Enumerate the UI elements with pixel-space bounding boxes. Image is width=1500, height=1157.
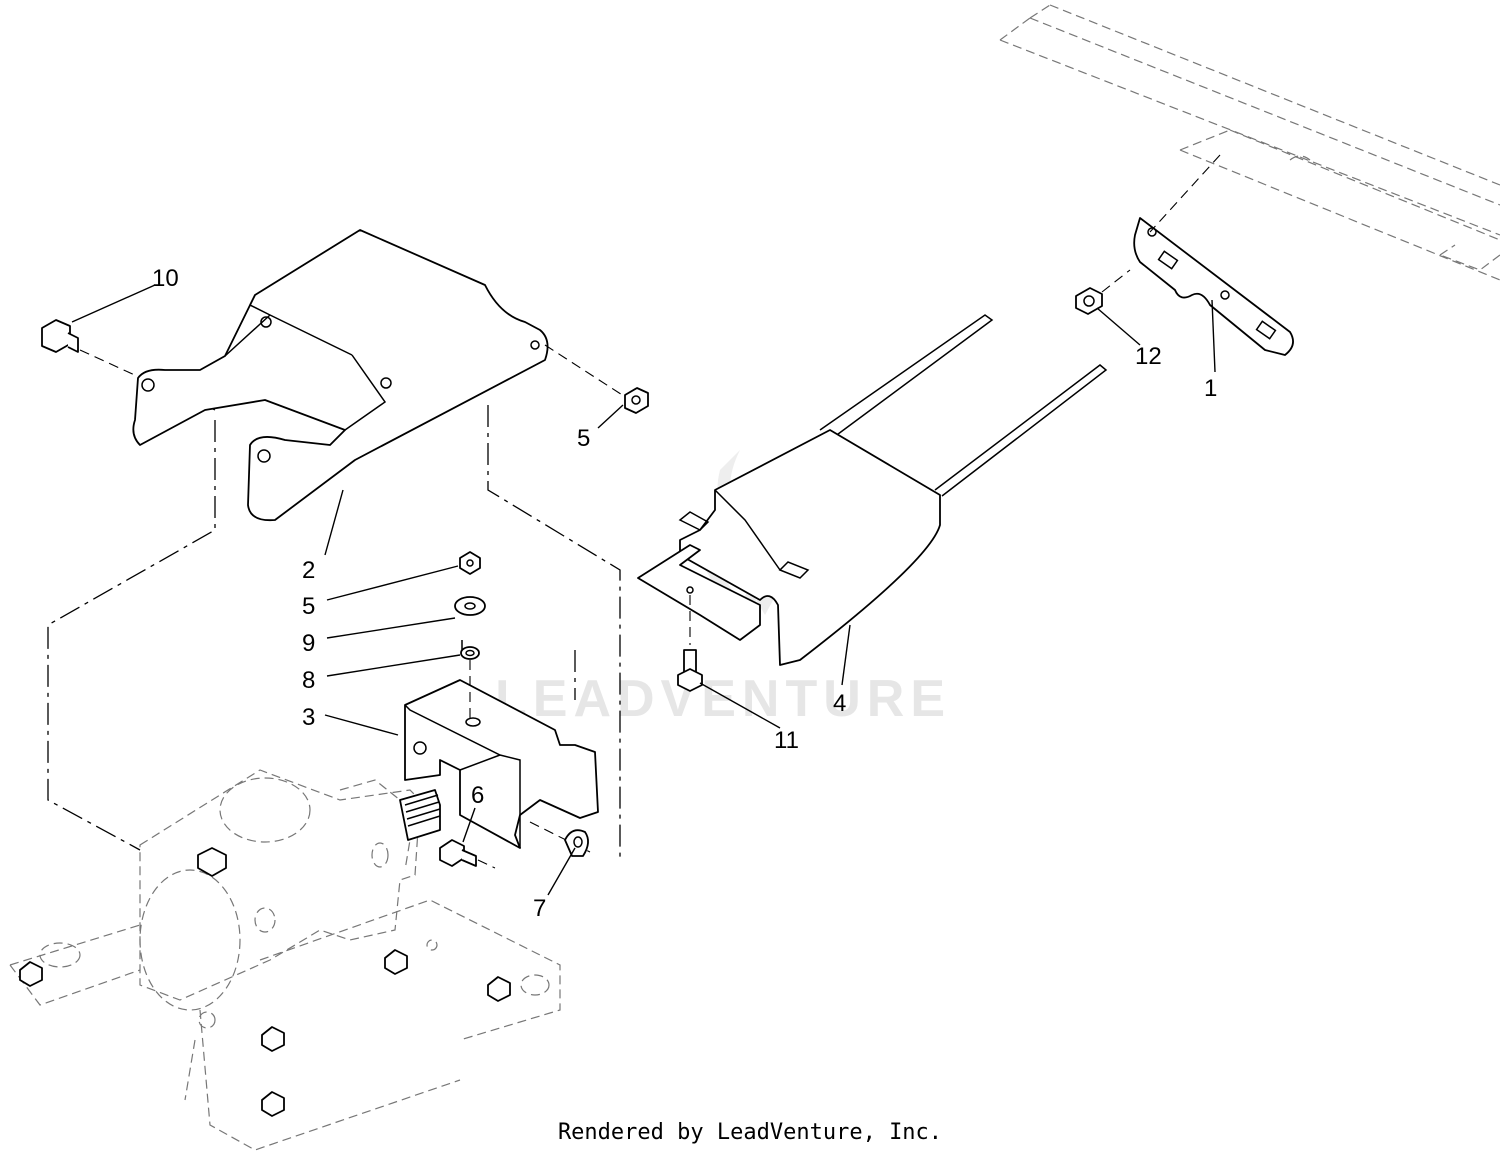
callout-7: 7	[533, 895, 546, 922]
frame-rail	[999, 4, 1500, 281]
part-7-grommet	[564, 829, 589, 857]
part-5-nut-lower	[459, 551, 481, 575]
callout-10: 11	[774, 727, 799, 754]
part-3-mounting-bracket	[404, 660, 599, 853]
part-5-nut-upper	[624, 387, 649, 414]
callout-4: 4	[833, 690, 846, 717]
part-8-lock-washer	[460, 640, 480, 660]
part-1-bracket-plate	[1133, 154, 1294, 356]
part-11-bolt	[41, 319, 216, 411]
callout-11: 10	[152, 265, 179, 292]
part-2-cover-bracket	[132, 229, 631, 522]
part-6-bolt	[439, 839, 496, 869]
callout-6: 6	[471, 782, 484, 809]
part-9-washer	[454, 596, 486, 616]
part-10-bolt	[677, 649, 703, 692]
callout-9: 9	[302, 630, 315, 657]
callout-labels: 10 12 1 5 2 5 9 8 3 4 11 6 7	[152, 265, 1217, 922]
watermark-text: LEADVENTURE	[495, 670, 951, 728]
part-4-shield	[637, 314, 1108, 666]
callout-12: 12	[1135, 343, 1162, 370]
callout-8: 8	[302, 667, 315, 694]
callout-3: 3	[302, 704, 315, 731]
part-12-flange-nut	[1075, 269, 1131, 315]
rendered-by-credit: Rendered by LeadVenture, Inc.	[557, 1120, 943, 1145]
callout-5-lower: 5	[302, 593, 315, 620]
callout-2: 2	[302, 557, 315, 584]
leader-lines	[71, 284, 1216, 896]
callout-1: 1	[1204, 375, 1217, 402]
gearbox-assembly	[9, 769, 561, 1151]
assembly-phantom-outline	[47, 405, 621, 860]
callout-5-upper: 5	[577, 425, 590, 452]
